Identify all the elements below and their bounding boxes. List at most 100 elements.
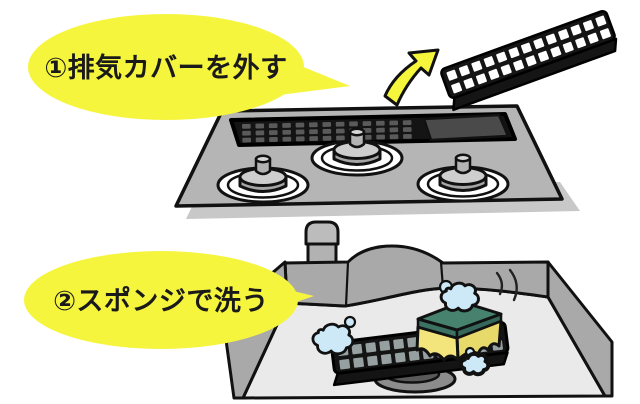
- vent-hole: [402, 127, 412, 133]
- vent-hole: [322, 122, 332, 127]
- vent-hole: [339, 359, 351, 370]
- vent-hole: [599, 28, 611, 40]
- vent-hole: [379, 340, 391, 351]
- vent-hole: [268, 123, 278, 129]
- vent-hole: [269, 137, 278, 142]
- vent-hole: [389, 134, 399, 140]
- vent-grid: [242, 120, 412, 143]
- vent-hole: [446, 69, 458, 81]
- vent-hole: [402, 120, 412, 126]
- vent-hole: [380, 353, 392, 365]
- vent-hole: [394, 352, 406, 363]
- vent-hole: [309, 136, 318, 142]
- sink-back-wall: [283, 244, 550, 308]
- vent-hole: [508, 47, 520, 59]
- vent-hole: [295, 129, 305, 135]
- vent-hole: [407, 337, 418, 348]
- vent-hole: [520, 42, 532, 54]
- vent-hole: [309, 122, 318, 128]
- vent-hole: [463, 77, 475, 89]
- vent-hole: [375, 120, 385, 126]
- step-1-bubble-shape: [28, 14, 304, 120]
- vent-hole: [268, 130, 278, 136]
- vent-hole: [335, 128, 345, 134]
- soap-foam-bottom: [461, 346, 488, 374]
- cover-holes: [446, 15, 611, 94]
- vent-hole: [242, 130, 251, 136]
- vent-hole: [282, 129, 292, 135]
- vent-hole: [458, 65, 470, 77]
- vent-hole: [475, 73, 487, 85]
- vent-hole: [513, 59, 525, 71]
- vent-hole: [587, 32, 599, 44]
- vent-hole: [496, 51, 508, 63]
- vent-hole: [349, 121, 358, 127]
- vent-hole: [570, 24, 582, 36]
- burner-left: [216, 154, 310, 204]
- vent-hole: [322, 135, 332, 141]
- vent-hole: [295, 136, 305, 142]
- vent-hole: [451, 82, 463, 94]
- vent-hole: [545, 33, 557, 45]
- vent-hole: [255, 123, 265, 129]
- stove-section: [174, 104, 580, 219]
- vent-hole: [353, 357, 365, 368]
- sponge-body-front: [415, 325, 460, 362]
- vent-hole: [562, 41, 574, 53]
- vent-hole: [483, 56, 495, 68]
- step-1-label: ①排気カバーを外す: [44, 52, 287, 84]
- vent-hole: [403, 133, 412, 139]
- vent-hole: [255, 130, 265, 136]
- vent-hole: [322, 128, 332, 134]
- soap-foam-top: [438, 279, 479, 311]
- vent-hole: [500, 64, 512, 76]
- step-2-bubble: ②スポンジで洗う: [24, 251, 314, 349]
- vent-hole: [376, 134, 385, 140]
- vent-hole: [336, 135, 345, 141]
- vent-hole: [471, 60, 483, 72]
- vent-hole: [295, 122, 305, 128]
- vent-hole: [558, 29, 570, 41]
- vent-hole: [335, 121, 345, 127]
- removed-cover: [440, 9, 618, 112]
- vent-hole: [242, 137, 251, 143]
- vent-hole: [367, 355, 378, 367]
- vent-hole: [351, 343, 363, 355]
- vent-hole: [242, 123, 251, 129]
- vent-hole: [362, 121, 372, 127]
- faucet-cap: [304, 220, 340, 246]
- vent-hole: [282, 136, 292, 142]
- motion-line-2: [508, 268, 518, 302]
- vent-hole: [525, 55, 537, 67]
- vent-hole: [365, 342, 377, 353]
- vent-hole: [533, 38, 545, 50]
- vent-hole: [550, 46, 562, 58]
- burner-part: [454, 153, 472, 163]
- exhaust-vent: [229, 112, 517, 147]
- burner-part: [254, 154, 272, 164]
- step-2-bubble-shape: [24, 251, 298, 349]
- vent-hole: [595, 15, 607, 27]
- burner-center: [310, 127, 404, 177]
- burner-part: [348, 127, 366, 137]
- vent-hole: [389, 120, 399, 126]
- soap-foam-left: [313, 315, 357, 354]
- motion-line-1: [495, 271, 504, 296]
- vent-hole: [376, 127, 385, 133]
- burner-right: [416, 153, 510, 203]
- vent-hole: [488, 68, 500, 80]
- vent-opening: [422, 113, 510, 142]
- remove-direction-arrow-icon: [383, 48, 440, 107]
- sink-right-wall: [546, 260, 614, 398]
- vent-hole: [255, 137, 265, 143]
- vent-hole: [282, 122, 291, 128]
- vent-hole: [309, 129, 318, 135]
- vent-hole: [408, 350, 420, 361]
- vent-hole: [389, 127, 399, 133]
- step-1-bubble: ①排気カバーを外す: [28, 14, 350, 120]
- vent-hole: [575, 37, 587, 49]
- vent-hole: [393, 338, 405, 350]
- vent-hole: [537, 50, 549, 62]
